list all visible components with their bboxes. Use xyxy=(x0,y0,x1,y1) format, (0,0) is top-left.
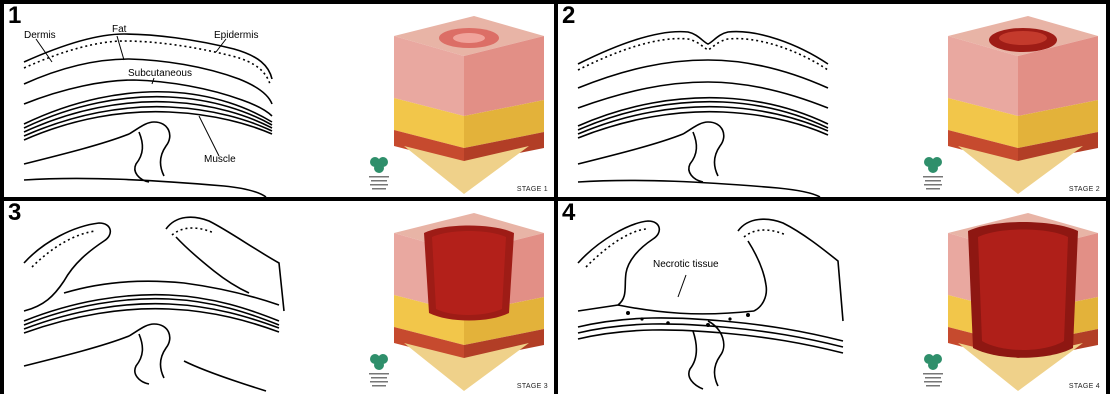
epidermis-label: Epidermis xyxy=(214,30,258,41)
stage-2-tissue-cube xyxy=(938,16,1106,196)
subcutaneous-label: Subcutaneous xyxy=(128,68,192,79)
stage-4-tissue-cube xyxy=(938,213,1106,393)
stage-3-caption: STAGE 3 xyxy=(517,383,548,390)
necrotic-tissue-label: Necrotic tissue xyxy=(653,259,719,270)
dermis-label: Dermis xyxy=(24,30,56,41)
stage-4-panel: 4 xyxy=(558,201,1106,394)
stage-4-caption: STAGE 4 xyxy=(1069,383,1100,390)
stage-1-line-drawing xyxy=(4,4,374,197)
stage-3-line-drawing xyxy=(4,201,374,394)
stage-2-panel: 2 xyxy=(558,4,1106,197)
muscle-leader-line xyxy=(199,116,219,156)
stage-2-line-drawing xyxy=(558,4,928,197)
stage-3-panel: 3 xyxy=(4,201,554,394)
stage-1-caption: STAGE 1 xyxy=(517,186,548,193)
necrotic-leader-line xyxy=(678,275,686,297)
stage-2-caption: STAGE 2 xyxy=(1069,186,1100,193)
fat-label: Fat xyxy=(112,24,126,35)
stage-4-line-drawing xyxy=(558,201,928,394)
fat-leader-line xyxy=(117,36,124,60)
stage-1-tissue-cube xyxy=(384,16,554,196)
muscle-label: Muscle xyxy=(204,154,236,165)
stage-1-panel: 1 xyxy=(4,4,554,197)
stage-3-tissue-cube xyxy=(384,213,554,393)
